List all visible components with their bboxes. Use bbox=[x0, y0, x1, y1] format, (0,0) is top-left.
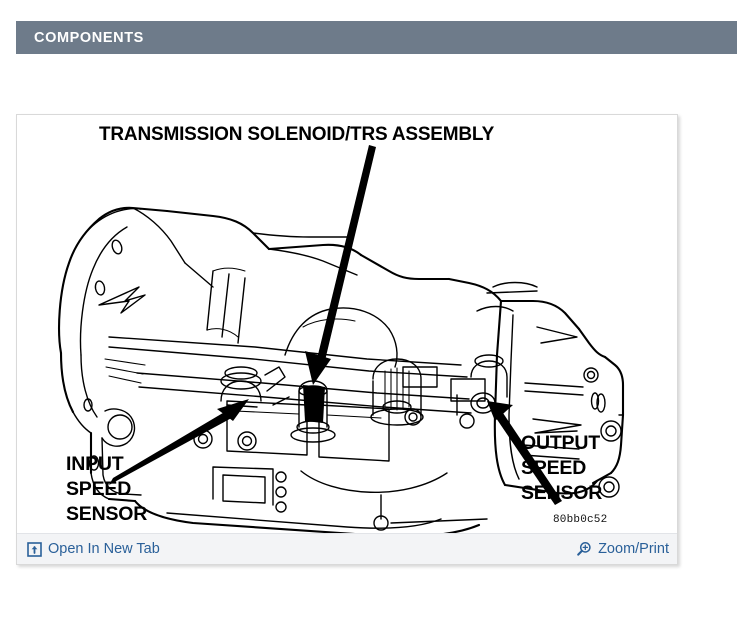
output-leader-line bbox=[496, 413, 562, 505]
page-title: COMPONENTS bbox=[34, 29, 144, 46]
callout-label-input-line1: INPUT bbox=[66, 453, 124, 475]
callout-label-solenoid: TRANSMISSION SOLENOID/TRS ASSEMBLY bbox=[99, 124, 495, 145]
zoom-print-label: Zoom/Print bbox=[598, 540, 669, 557]
diagram-panel: TRANSMISSION SOLENOID/TRS ASSEMBLY INPUT… bbox=[16, 114, 678, 565]
zoom-print-link[interactable]: Zoom/Print bbox=[576, 541, 669, 557]
diagram-image[interactable]: TRANSMISSION SOLENOID/TRS ASSEMBLY INPUT… bbox=[17, 115, 677, 533]
solenoid-arrow-head bbox=[305, 351, 331, 385]
solenoid-leader-line bbox=[315, 145, 376, 369]
solenoid-trs-connector bbox=[290, 380, 336, 443]
callout-label-output-line3: SENSOR bbox=[521, 482, 602, 504]
output-arrow-head bbox=[487, 401, 513, 421]
open-in-new-tab-icon bbox=[27, 541, 42, 557]
magnifier-plus-icon bbox=[576, 541, 592, 557]
callout-label-output-line2: SPEED bbox=[521, 457, 586, 479]
fill-tube-boss bbox=[370, 358, 424, 426]
case-parting-lines bbox=[108, 336, 472, 414]
diagram-action-bar: Open In New Tab Zoom/Print bbox=[17, 533, 677, 564]
callout-label-output-line1: OUTPUT bbox=[521, 432, 600, 454]
transmission-diagram-svg: TRANSMISSION SOLENOID/TRS ASSEMBLY INPUT… bbox=[58, 124, 625, 533]
output-shaft-area bbox=[476, 281, 538, 312]
components-header-bar: COMPONENTS bbox=[16, 21, 737, 54]
callout-arrows bbox=[109, 145, 562, 505]
oil-pan bbox=[133, 466, 488, 533]
input-leader-line bbox=[109, 407, 237, 485]
open-in-new-tab-label: Open In New Tab bbox=[48, 540, 160, 557]
callout-label-input-line2: SPEED bbox=[66, 478, 131, 500]
transmission-case-outline bbox=[58, 206, 625, 503]
input-arrow-head bbox=[217, 399, 249, 421]
open-in-new-tab-link[interactable]: Open In New Tab bbox=[27, 540, 160, 557]
callout-label-input-line3: SENSOR bbox=[66, 503, 147, 525]
case-rib-band bbox=[206, 267, 246, 344]
figure-code: 80bb0c52 bbox=[553, 514, 607, 526]
valve-body-side bbox=[226, 366, 486, 462]
case-center-dome bbox=[284, 307, 398, 368]
